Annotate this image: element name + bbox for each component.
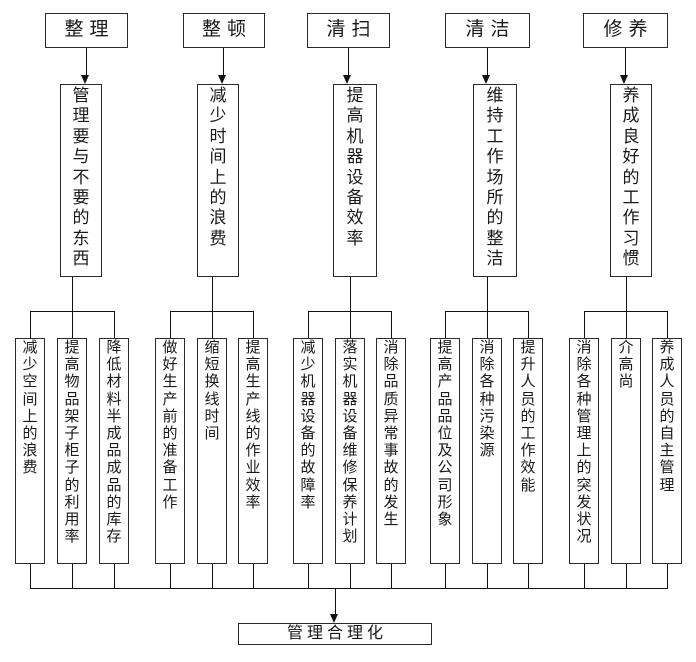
connector-line <box>487 48 489 76</box>
mid-box-seiri: 管理要与不要的东西 <box>60 84 102 277</box>
connector-line <box>487 311 489 338</box>
connector-line <box>626 564 628 588</box>
connector-line <box>391 564 393 588</box>
connector-line <box>626 311 628 338</box>
top-box-shitsuke: 修养 <box>583 13 668 48</box>
leaf-box: 降低材料半成品成品的库存 <box>99 338 129 564</box>
connector-line <box>335 588 337 615</box>
connector-line <box>253 311 255 338</box>
leaf-box: 落实机器设备维修保养计划 <box>335 338 365 564</box>
connector-line <box>445 564 447 588</box>
connector-line <box>445 311 447 338</box>
arrow-down-icon <box>482 75 490 84</box>
connector-line <box>667 564 669 588</box>
connector-line <box>308 564 310 588</box>
connector-line <box>72 564 74 588</box>
collector-line <box>30 588 668 590</box>
connector-line <box>528 564 530 588</box>
leaf-box: 介高尚 <box>611 338 641 564</box>
connector-line <box>350 564 352 588</box>
leaf-box: 提高生产线的作业效率 <box>238 338 268 564</box>
connector-line <box>584 311 586 338</box>
connector-line <box>114 564 116 588</box>
connector-line <box>350 277 352 311</box>
leaf-box: 提高产品品位及公司形象 <box>430 338 460 564</box>
connector-line <box>72 277 74 311</box>
connector-line <box>212 277 214 311</box>
mid-box-shitsuke: 养成良好的工作习惯 <box>610 84 652 277</box>
mid-box-seiketsu: 维持工作场所的整洁 <box>473 84 517 277</box>
connector-line <box>253 564 255 588</box>
connector-line <box>30 564 32 588</box>
connector-line <box>212 564 214 588</box>
connector-line <box>348 48 350 76</box>
connector-line <box>30 311 32 338</box>
connector-line <box>350 311 352 338</box>
arrow-down-icon <box>620 75 628 84</box>
connector-line <box>528 311 530 338</box>
arrow-down-icon <box>330 614 338 623</box>
connector-line <box>212 311 214 338</box>
connector-line <box>487 277 489 311</box>
top-box-seiton: 整顿 <box>183 13 265 48</box>
connector-line <box>487 564 489 588</box>
connector-line <box>308 311 310 338</box>
connector-line <box>170 311 172 338</box>
bottom-box-result: 管理合理化 <box>238 623 432 645</box>
mid-box-seiton: 减少时间上的浪费 <box>197 84 239 277</box>
leaf-box: 养成人员的自主管理 <box>652 338 682 564</box>
leaf-box: 消除各种污染源 <box>472 338 502 564</box>
mid-box-seiso: 提高机器设备效率 <box>333 84 377 277</box>
top-box-seiri: 整理 <box>45 13 128 48</box>
leaf-box: 缩短换线时间 <box>197 338 227 564</box>
connector-line <box>86 48 88 76</box>
leaf-box: 减少空间上的浪费 <box>15 338 45 564</box>
arrow-down-icon <box>81 75 89 84</box>
top-box-seiketsu: 清洁 <box>445 13 530 48</box>
connector-line <box>626 277 628 311</box>
connector-line <box>72 311 74 338</box>
arrow-down-icon <box>218 75 226 84</box>
connector-line <box>223 48 225 76</box>
top-box-seiso: 清扫 <box>307 13 390 48</box>
arrow-down-icon <box>343 75 351 84</box>
connector-line <box>667 311 669 338</box>
connector-line <box>391 311 393 338</box>
connector-line <box>584 564 586 588</box>
connector-line <box>114 311 116 338</box>
leaf-box: 消除品质异常事故的发生 <box>376 338 406 564</box>
leaf-box: 减少机器设备的故障率 <box>293 338 323 564</box>
leaf-box: 消除各种管理上的突发状况 <box>569 338 599 564</box>
leaf-box: 做好生产前的准备工作 <box>155 338 185 564</box>
leaf-box: 提升人员的工作效能 <box>513 338 543 564</box>
connector-line <box>625 48 627 76</box>
leaf-box: 提高物品架子柜子的利用率 <box>57 338 87 564</box>
connector-line <box>170 564 172 588</box>
